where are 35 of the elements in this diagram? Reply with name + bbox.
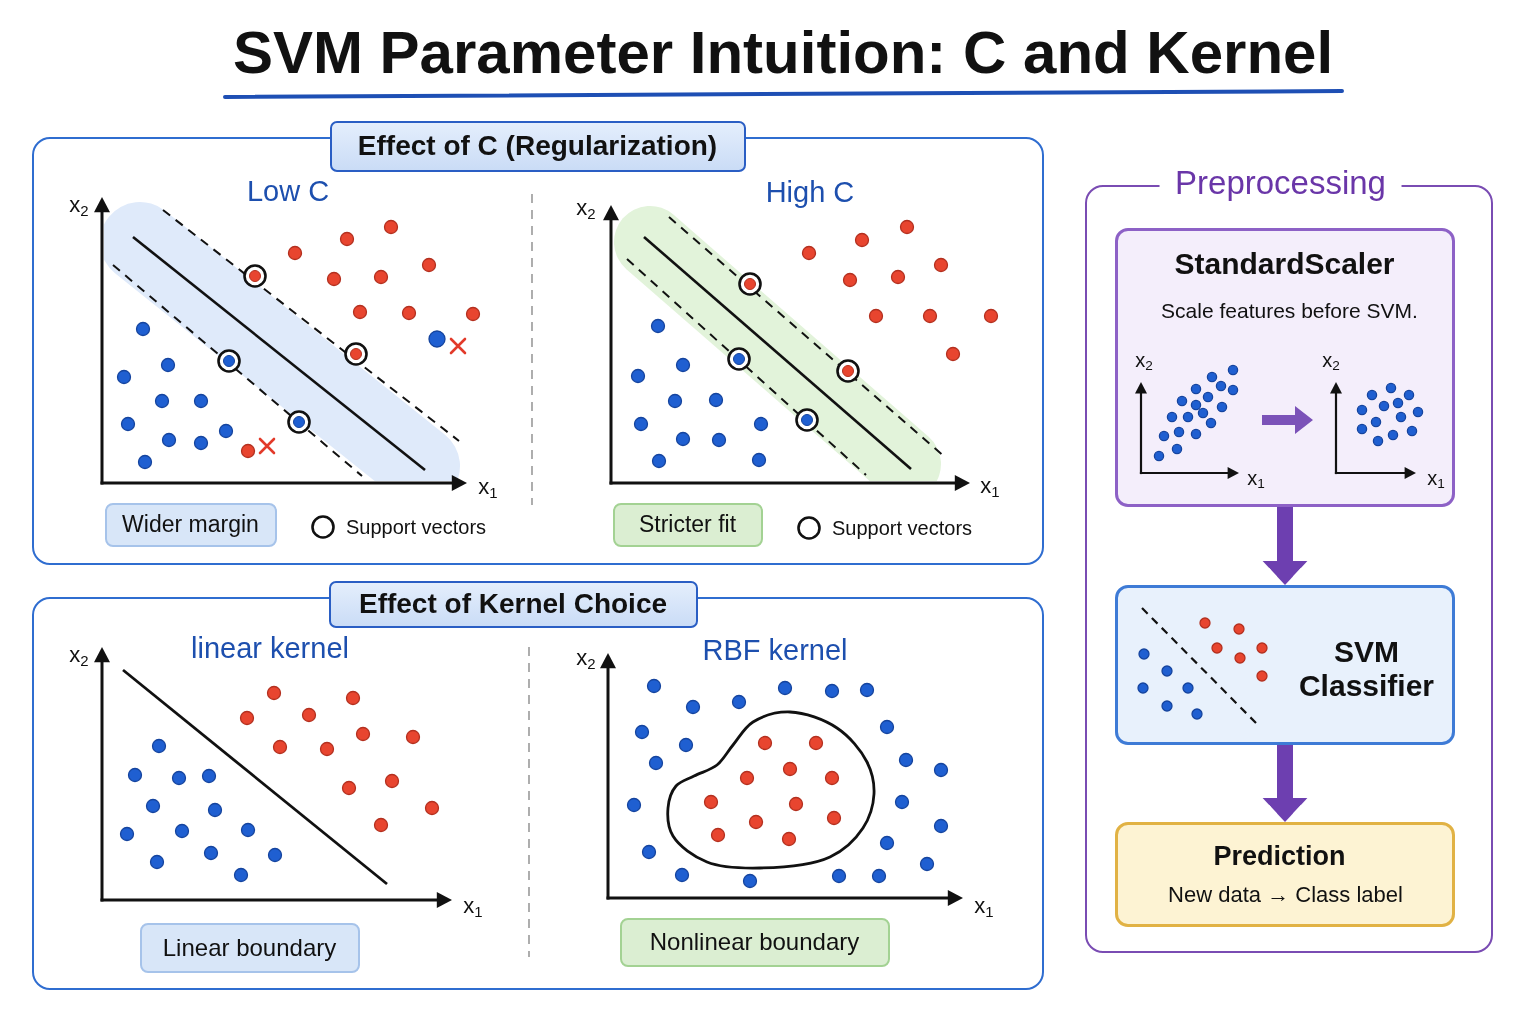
step-description: Scale features before SVM.	[1161, 298, 1418, 323]
caption-tag: Linear boundary	[139, 922, 360, 973]
axis-label: x$_{2}$	[69, 192, 89, 218]
axis-label: x$_{1}$	[980, 473, 1000, 499]
panel-heading: Effect of Kernel Choice	[328, 580, 698, 628]
process-box	[1114, 227, 1455, 507]
step-title: SVM Classifier	[1297, 634, 1436, 703]
plot-title: RBF kernel	[702, 634, 848, 668]
diagram-title: SVM Parameter Intuition: C and Kernel	[232, 18, 1334, 87]
legend-text: Support vectors	[346, 515, 487, 539]
axis-label: x$_{1}$	[974, 893, 994, 919]
axis-label: x$_{2}$	[1322, 348, 1340, 372]
block-arrow	[1262, 507, 1308, 585]
block-arrow	[1262, 745, 1308, 822]
caption-tag: Stricter fit	[612, 502, 763, 547]
caption-tag: Wider margin	[104, 502, 277, 547]
step-description: New data → Class label	[1168, 881, 1403, 908]
legend-text: Support vectors	[832, 516, 973, 540]
axis-label: x$_{1}$	[478, 474, 498, 500]
axis-label: x$_{1}$	[463, 893, 483, 919]
process-box	[1114, 584, 1455, 745]
axis-label: x$_{1}$	[1247, 466, 1265, 490]
panel-heading: Effect of C (Regularization)	[329, 120, 746, 172]
axis-label: x$_{2}$	[1135, 348, 1153, 372]
step-title: Prediction	[1213, 841, 1346, 872]
plot-title: linear kernel	[191, 632, 349, 666]
axis-label: x$_{2}$	[576, 195, 596, 221]
plot-title: High C	[765, 176, 855, 210]
axis-label: x$_{1}$	[1427, 466, 1445, 490]
caption-tag: Nonlinear boundary	[619, 917, 890, 967]
axis-label: x$_{2}$	[576, 645, 596, 671]
step-title: StandardScaler	[1174, 246, 1395, 281]
axis-label: x$_{2}$	[69, 642, 89, 668]
process-box	[1114, 821, 1455, 927]
plot-title: Low C	[246, 175, 330, 209]
